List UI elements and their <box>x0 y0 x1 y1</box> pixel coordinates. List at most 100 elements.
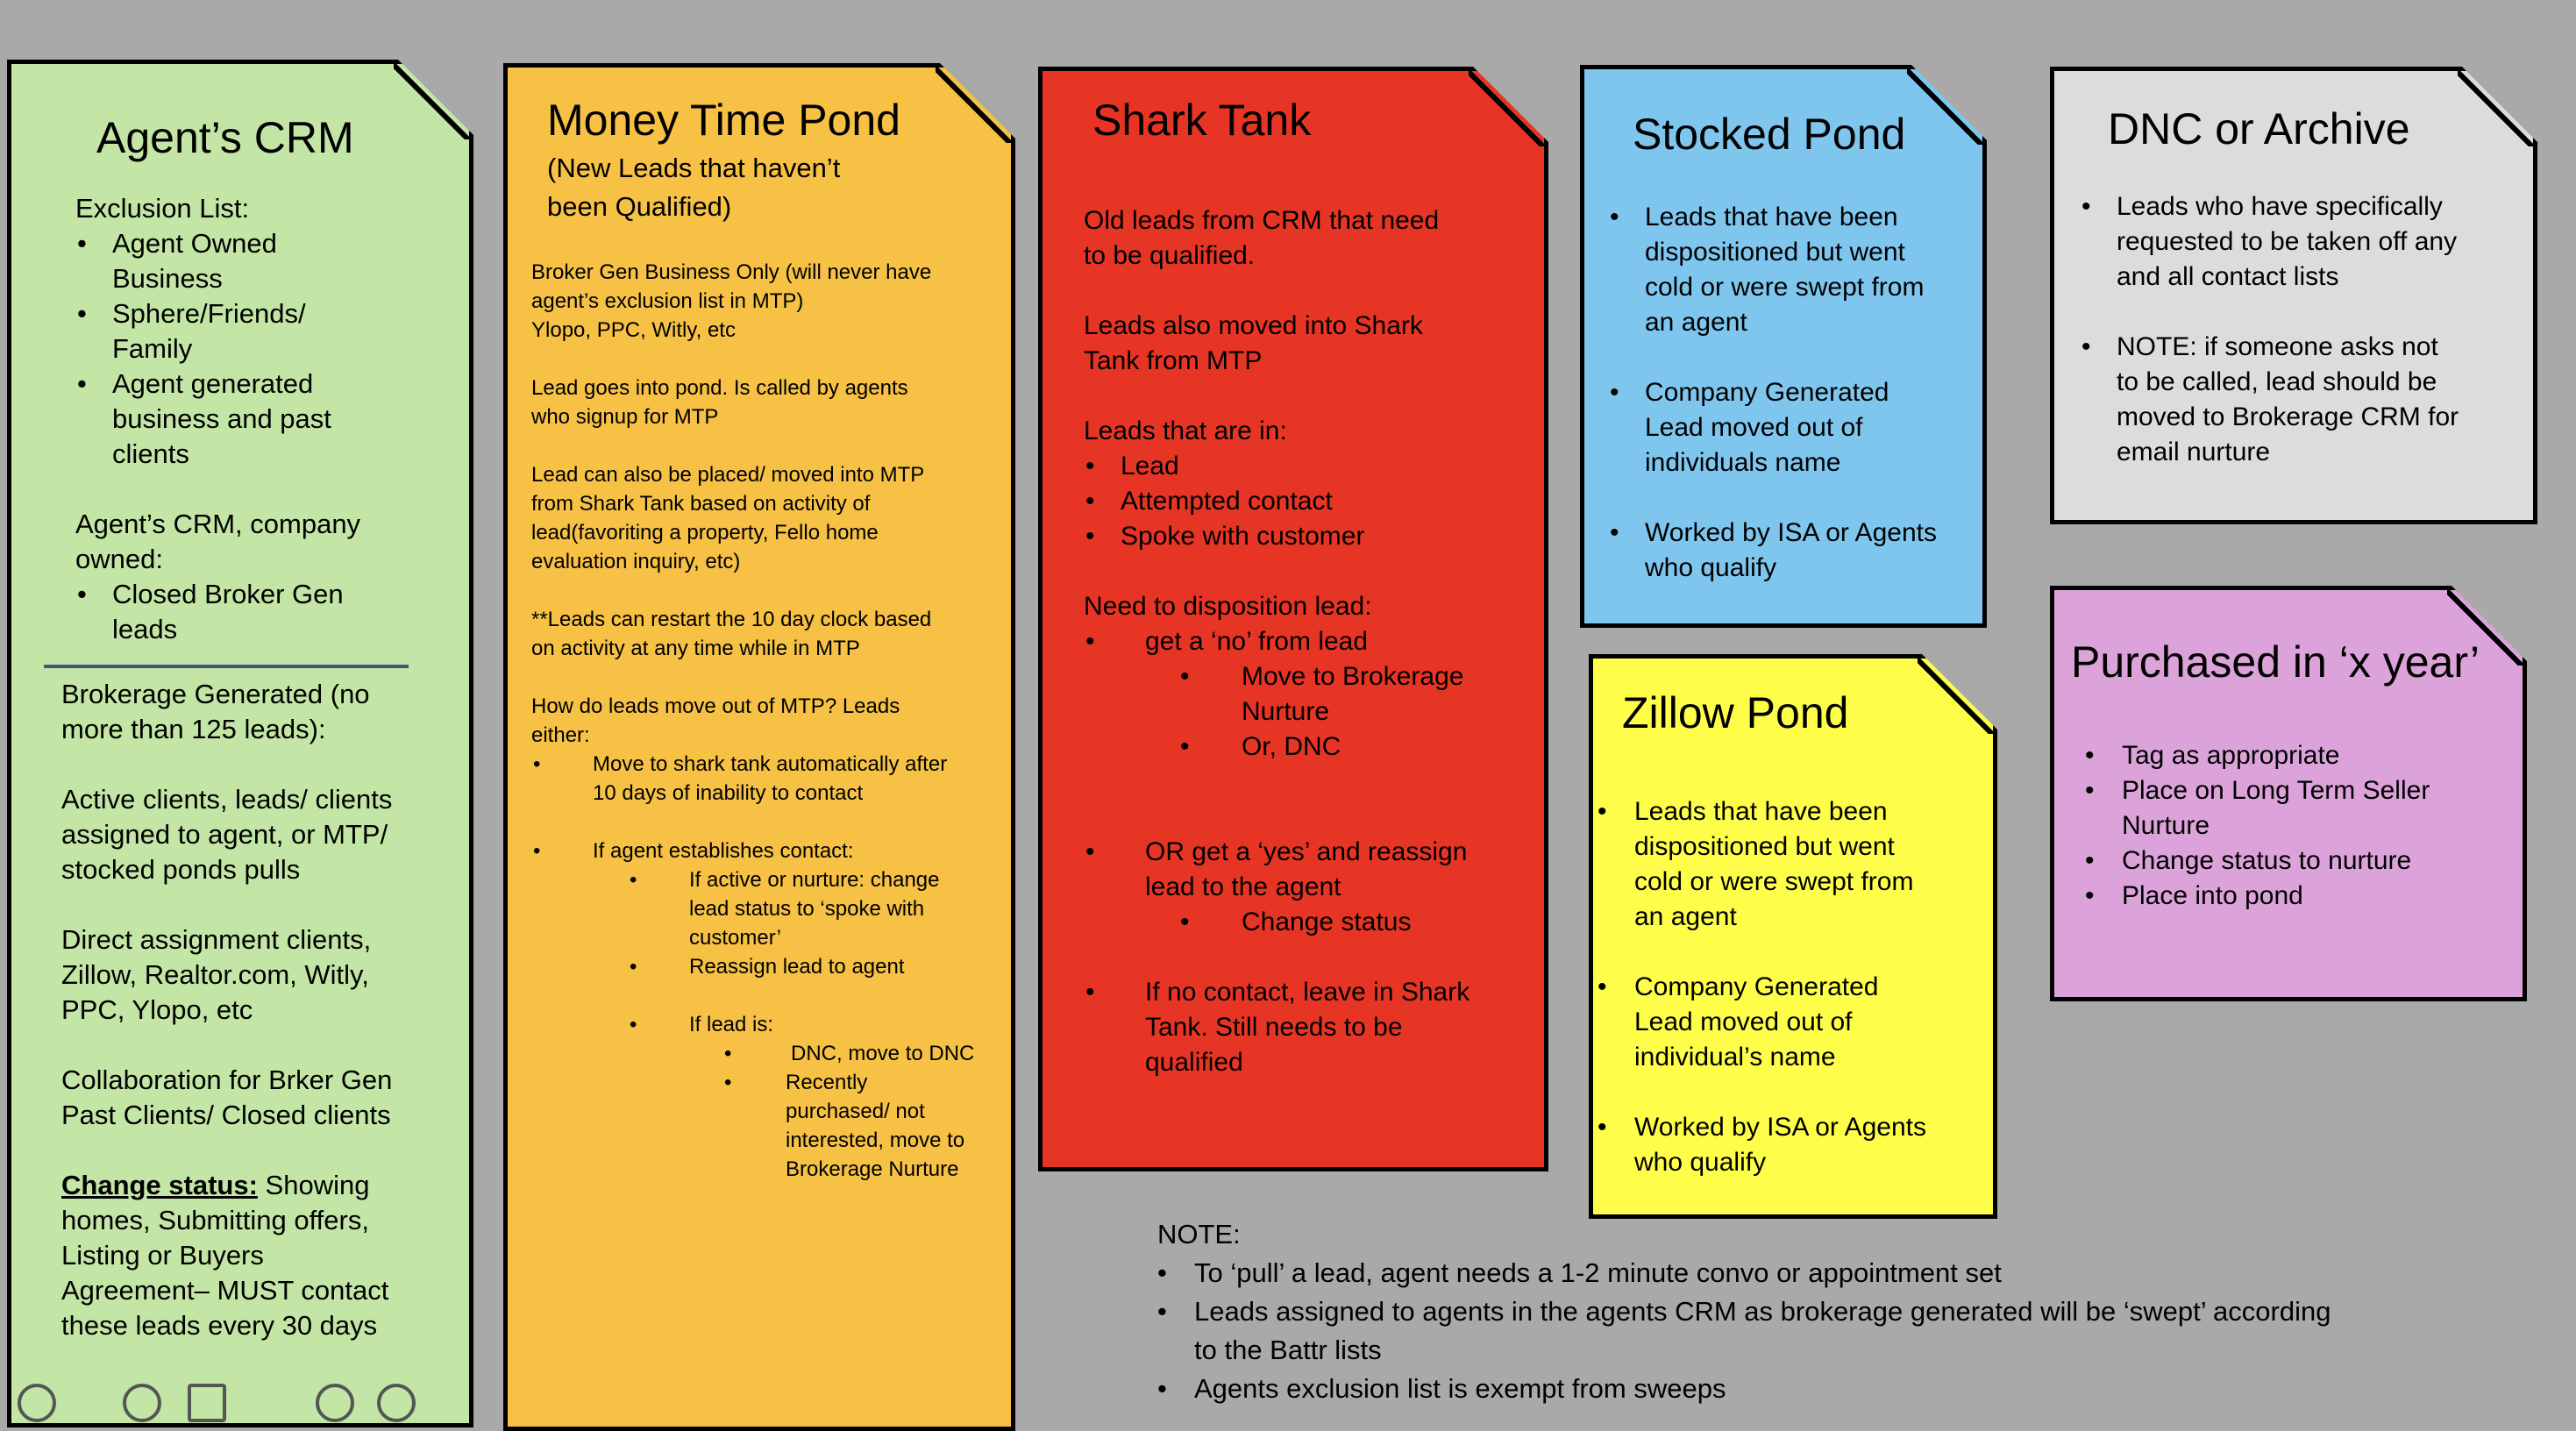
bullet-icon: • <box>1085 837 1095 866</box>
card-title-shark-tank: Shark Tank <box>1092 96 1312 145</box>
card-money-time-pond <box>503 63 1015 1431</box>
toolbar-circle-icon[interactable] <box>123 1384 161 1422</box>
list-item: requested to be taken off any <box>2117 227 2458 256</box>
change-status-label: Change status: <box>61 1170 258 1200</box>
exclusion-heading: Exclusion List: <box>75 193 250 224</box>
list-item: to be called, lead should be <box>2117 367 2437 396</box>
company-owned-text: Agent’s CRM, company <box>75 509 361 539</box>
collab-text: Past Clients/ Closed clients <box>61 1100 391 1130</box>
toolbar-circle-icon[interactable] <box>18 1384 56 1422</box>
list-item: Nurture <box>2122 811 2210 840</box>
list-item: Company Generated <box>1634 972 1879 1001</box>
bullet-icon: • <box>1610 518 1619 547</box>
list-item: NOTE: if someone asks not <box>2117 332 2438 361</box>
list-item: qualified <box>1145 1048 1243 1077</box>
bullet-icon: • <box>1085 487 1095 516</box>
bullet-icon: • <box>1610 203 1619 231</box>
list-item: email nurture <box>2117 438 2271 466</box>
list-item: Tag as appropriate <box>2122 741 2340 770</box>
text-line: Lead can also be placed/ moved into MTP <box>531 463 925 487</box>
bullet-icon: • <box>533 839 541 863</box>
list-item: DNC, move to DNC <box>791 1042 975 1065</box>
list-item: If active or nurture: change <box>689 868 940 892</box>
list-item: If lead is: <box>689 1013 774 1036</box>
bullet-icon: • <box>2085 776 2095 805</box>
list-item: OR get a ‘yes’ and reassign <box>1145 837 1468 866</box>
text-line: Broker Gen Business Only (will never hav… <box>531 260 932 284</box>
note-item: to the Battr lists <box>1194 1335 1382 1365</box>
toolbar-circle-icon[interactable] <box>377 1384 416 1422</box>
bullet-icon: • <box>1157 1373 1167 1404</box>
list-item: Place into pond <box>2122 881 2303 910</box>
list-item: Tank. Still needs to be <box>1145 1013 1403 1042</box>
toolbar-circle-icon[interactable] <box>316 1384 354 1422</box>
list-item: If agent establishes contact: <box>593 839 854 863</box>
list-item: Brokerage Nurture <box>786 1157 959 1181</box>
list-item: lead to the agent <box>1145 872 1341 901</box>
list-item: Leads that have been <box>1645 203 1898 231</box>
list-item: interested, move to <box>786 1128 965 1152</box>
list-item: Recently <box>786 1071 868 1094</box>
list-item: Or, DNC <box>1242 732 1341 761</box>
card-shark-tank <box>1038 67 1548 1171</box>
brokerage-text: more than 125 leads): <box>61 714 326 744</box>
bullet-icon: • <box>1085 522 1095 551</box>
bullet-icon: • <box>1085 978 1095 1007</box>
list-item: an agent <box>1634 902 1737 931</box>
bullet-icon: • <box>1180 732 1190 761</box>
change-status-line: Change status: Showing <box>61 1168 369 1203</box>
bullet-icon: • <box>77 298 87 329</box>
card-title-stocked-pond: Stocked Pond <box>1633 110 1906 159</box>
text-line: Tank from MTP <box>1084 346 1263 375</box>
list-item: moved to Brokerage CRM for <box>2117 402 2459 431</box>
corner-fold <box>1907 69 1982 145</box>
direct-text: Zillow, Realtor.com, Witly, <box>61 959 369 990</box>
card-title-money-time-pond: Money Time Pond <box>547 96 900 145</box>
text-line: Need to disposition lead: <box>1084 592 1372 621</box>
text-line: Ylopo, PPC, Witly, etc <box>531 318 736 342</box>
list-item: who qualify <box>1645 553 1777 582</box>
list-item: Nurture <box>1242 697 1330 726</box>
bullet-icon: • <box>630 868 637 892</box>
bullet-icon: • <box>77 579 87 609</box>
change-status-text: these leads every 30 days <box>61 1310 378 1341</box>
toolbar-square-icon[interactable] <box>188 1384 226 1422</box>
list-item: and all contact lists <box>2117 262 2339 291</box>
direct-text: Direct assignment clients, <box>61 924 372 955</box>
list-item: Change status <box>1242 908 1412 936</box>
bullet-icon: • <box>630 955 637 979</box>
note-item: Leads assigned to agents in the agents C… <box>1194 1296 2331 1327</box>
change-status-text: Showing <box>257 1170 370 1200</box>
list-item: Agent generated <box>112 368 314 399</box>
list-item: Business <box>112 263 223 294</box>
corner-fold <box>936 68 1011 143</box>
list-item: individuals name <box>1645 448 1841 477</box>
list-item: If no contact, leave in Shark <box>1145 978 1470 1007</box>
list-item: an agent <box>1645 308 1747 337</box>
section-divider <box>44 665 409 668</box>
note-item: Agents exclusion list is exempt from swe… <box>1194 1373 1726 1404</box>
text-line: to be qualified. <box>1084 241 1256 270</box>
bullet-icon: • <box>2085 846 2095 875</box>
list-item: dispositioned but went <box>1634 832 1895 861</box>
card-title-agents-crm: Agent’s CRM <box>96 113 354 162</box>
collab-text: Collaboration for Brker Gen <box>61 1064 393 1095</box>
list-item: 10 days of inability to contact <box>593 781 864 805</box>
text-line: Leads also moved into Shark <box>1084 311 1423 340</box>
bullet-icon: • <box>2085 881 2095 910</box>
text-line: from Shark Tank based on activity of <box>531 492 871 516</box>
list-item: Lead moved out of <box>1645 413 1863 442</box>
corner-fold <box>1469 71 1544 146</box>
bullet-icon: • <box>1085 627 1095 656</box>
list-item: Family <box>112 333 193 364</box>
corner-fold <box>2458 71 2533 146</box>
text-line: either: <box>531 723 590 747</box>
card-purchased <box>2050 586 2527 1001</box>
list-item: who qualify <box>1634 1148 1767 1177</box>
brokerage-text: Brokerage Generated (no <box>61 679 370 709</box>
bullet-icon: • <box>533 752 541 776</box>
list-item: Move to shark tank automatically after <box>593 752 948 776</box>
card-title-zillow-pond: Zillow Pond <box>1622 688 1849 737</box>
change-status-text: Agreement– MUST contact <box>61 1275 389 1306</box>
list-item: Closed Broker Gen <box>112 579 344 609</box>
